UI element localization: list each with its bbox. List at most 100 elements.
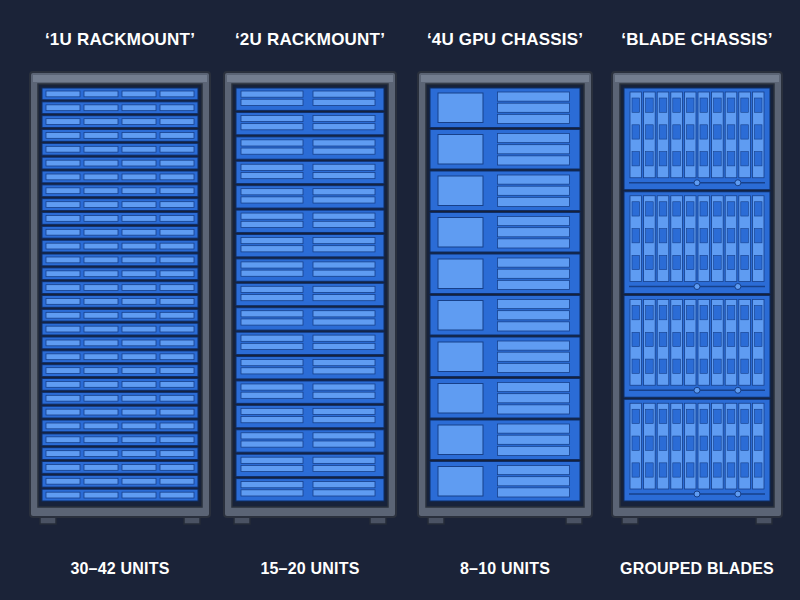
rack-part — [46, 202, 80, 208]
rack-part — [224, 72, 396, 517]
rack-part — [725, 92, 737, 178]
rack-units — [236, 88, 384, 501]
rack-part — [313, 368, 375, 374]
rack-part — [754, 306, 762, 320]
rack-part — [42, 365, 198, 377]
rack-part — [46, 243, 80, 249]
rack-part — [632, 306, 640, 320]
rack-part — [241, 124, 303, 130]
rack-part — [46, 188, 80, 194]
rack-part — [84, 382, 118, 388]
rack-part — [657, 300, 669, 386]
rack-part — [84, 105, 118, 111]
rack-part — [84, 451, 118, 457]
rack-part — [714, 152, 722, 166]
rack-part — [698, 403, 710, 489]
rack-part — [236, 88, 384, 110]
rack-part — [241, 343, 303, 349]
rack-part — [727, 229, 735, 243]
rack-part — [236, 112, 384, 134]
rack-part — [42, 323, 198, 335]
rack-part — [160, 451, 194, 457]
rack-part — [160, 133, 194, 139]
rack-part — [741, 359, 749, 373]
rack-part — [754, 332, 762, 346]
rack-part — [241, 441, 303, 447]
rack-part — [624, 399, 770, 501]
rack-part — [438, 342, 483, 372]
rack-part — [84, 368, 118, 374]
rack-part — [686, 152, 694, 166]
rack-part — [160, 119, 194, 125]
rack-part — [438, 425, 483, 455]
rack-part — [84, 465, 118, 471]
rack-part — [698, 196, 710, 282]
rack-part — [84, 271, 118, 277]
rack-part — [426, 84, 584, 507]
rack-part — [646, 98, 654, 112]
rack-part — [671, 92, 683, 178]
rack-part — [42, 254, 198, 266]
rack-part — [122, 257, 156, 263]
rack-part — [241, 221, 303, 227]
rack-part — [46, 340, 80, 346]
rack-part — [727, 463, 735, 477]
rack-part — [160, 188, 194, 194]
rack-units — [42, 88, 198, 501]
rack-part — [84, 326, 118, 332]
rack-part — [122, 271, 156, 277]
rack-part — [712, 403, 724, 489]
rack-part — [241, 360, 303, 366]
rack-part — [122, 91, 156, 97]
rack-part — [684, 92, 696, 178]
rack-part — [46, 382, 80, 388]
rack-part — [42, 379, 198, 391]
rack-part — [42, 185, 198, 197]
rack-title: ‘BLADE CHASSIS’ — [621, 30, 772, 50]
rack-units — [624, 88, 770, 501]
rack-part — [241, 148, 303, 154]
rack-part — [84, 146, 118, 152]
rack-part — [727, 202, 735, 216]
server-rack: ‘2U RACKMOUNT’15–20 UNITS — [224, 30, 396, 578]
rack-part — [313, 441, 375, 447]
rack-part — [42, 116, 198, 128]
rack-part — [498, 352, 570, 361]
rack-part — [418, 72, 592, 517]
rack-part — [84, 340, 118, 346]
rack-part — [46, 478, 80, 484]
rack-part — [714, 229, 722, 243]
rack-part — [430, 213, 580, 253]
rack-part — [160, 340, 194, 346]
rack-part — [700, 229, 708, 243]
rack-part — [671, 300, 683, 386]
rack-part — [430, 171, 580, 211]
rack-part — [686, 306, 694, 320]
rack-part — [122, 243, 156, 249]
rack-part — [630, 300, 642, 386]
rack-part — [657, 92, 669, 178]
rack-part — [241, 197, 303, 203]
rack-part — [160, 423, 194, 429]
rack-part — [122, 451, 156, 457]
rack-part — [122, 216, 156, 222]
rack-part — [498, 341, 570, 350]
rack-part — [313, 270, 375, 276]
rack-part — [430, 462, 580, 502]
rack-part — [42, 171, 198, 183]
rack-part — [160, 229, 194, 235]
rack-part — [684, 300, 696, 386]
rack-part — [313, 465, 375, 471]
rack-part — [122, 174, 156, 180]
rack-part — [752, 403, 764, 489]
rack-part — [754, 202, 762, 216]
rack-part — [33, 75, 207, 82]
rack-part — [236, 137, 384, 159]
rack-part — [42, 199, 198, 211]
rack-part — [498, 394, 570, 403]
rack-part — [84, 257, 118, 263]
rack-part — [741, 202, 749, 216]
rack-part — [160, 105, 194, 111]
rack-part — [84, 492, 118, 498]
rack-part — [671, 403, 683, 489]
